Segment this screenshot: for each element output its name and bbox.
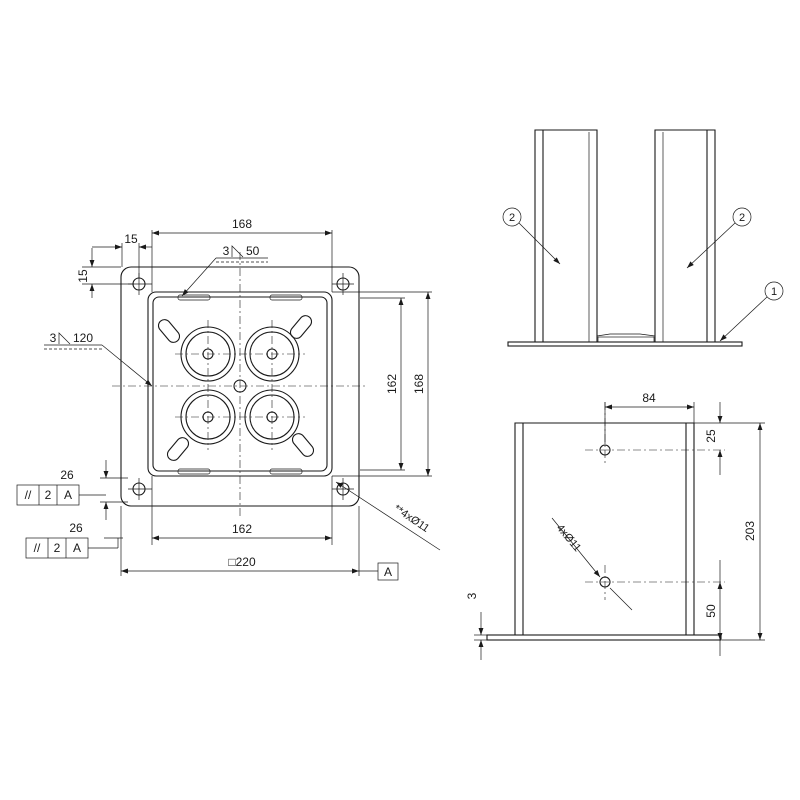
dim-right-168: 168 xyxy=(412,374,426,394)
svg-text:A: A xyxy=(64,488,72,502)
dim-bottom-220: □220 xyxy=(228,555,256,569)
datum-a-box xyxy=(377,562,399,581)
dim-side-84: 84 xyxy=(642,391,656,405)
balloon-left-circle xyxy=(502,207,522,227)
slot-top-left xyxy=(177,294,211,301)
svg-text:2: 2 xyxy=(45,488,52,502)
front-view: 2 2 1 xyxy=(502,129,784,347)
weld-left-size: 3 xyxy=(50,331,57,345)
dim-side-3: 3 xyxy=(465,592,479,599)
tol-dim-26-upper: 26 xyxy=(60,468,74,482)
tol-dim-26-lower: 26 xyxy=(69,521,83,535)
balloon-base-circle xyxy=(764,281,784,301)
svg-text://: // xyxy=(34,541,41,555)
side-hole-callout: 4xØ11 xyxy=(554,522,584,554)
dim-left-15: 15 xyxy=(76,269,90,283)
dim-top-168: 168 xyxy=(232,217,252,231)
slot-top-right xyxy=(269,294,303,301)
front-upright-left xyxy=(534,129,598,342)
slot-bottom-right xyxy=(269,468,303,475)
balloon-right-circle xyxy=(732,207,752,227)
front-base-plate xyxy=(507,341,743,347)
dim-side-203: 203 xyxy=(743,521,757,541)
corner-slot-tl xyxy=(157,319,181,343)
side-base-plate xyxy=(486,634,722,641)
base-plate-outline xyxy=(120,266,360,507)
plan-hole-callout: **4xØ11 xyxy=(391,503,431,535)
side-view: 84 25 203 50 3 4xØ11 xyxy=(465,391,765,660)
dim-side-50: 50 xyxy=(704,604,718,618)
corner-slot-tr xyxy=(289,315,313,339)
balloon-left-label: 2 xyxy=(509,212,515,224)
plan-view: 168 15 15 3 50 3 120 162 168 xyxy=(16,217,441,581)
svg-text:A: A xyxy=(73,541,81,555)
corner-slot-br xyxy=(291,433,315,457)
balloon-base-label: 1 xyxy=(771,286,777,298)
side-upright xyxy=(514,422,695,635)
front-upright-right xyxy=(654,129,716,342)
dim-side-25: 25 xyxy=(704,429,718,443)
weld-top-length: 50 xyxy=(246,244,260,258)
svg-text:2: 2 xyxy=(54,541,61,555)
dim-right-162: 162 xyxy=(385,374,399,394)
weld-left-length: 120 xyxy=(73,331,93,345)
corner-slot-bl xyxy=(166,437,190,461)
balloon-right-label: 2 xyxy=(739,212,745,224)
weld-top-size: 3 xyxy=(223,244,230,258)
dim-top-15: 15 xyxy=(124,232,138,246)
datum-a-label: A xyxy=(384,565,392,579)
svg-text://: // xyxy=(25,488,32,502)
tolerance-frame-2: // 2 A xyxy=(25,537,89,559)
slot-bottom-left xyxy=(177,468,211,475)
tolerance-frame-1: // 2 A xyxy=(16,484,80,506)
dim-bottom-162: 162 xyxy=(232,522,252,536)
